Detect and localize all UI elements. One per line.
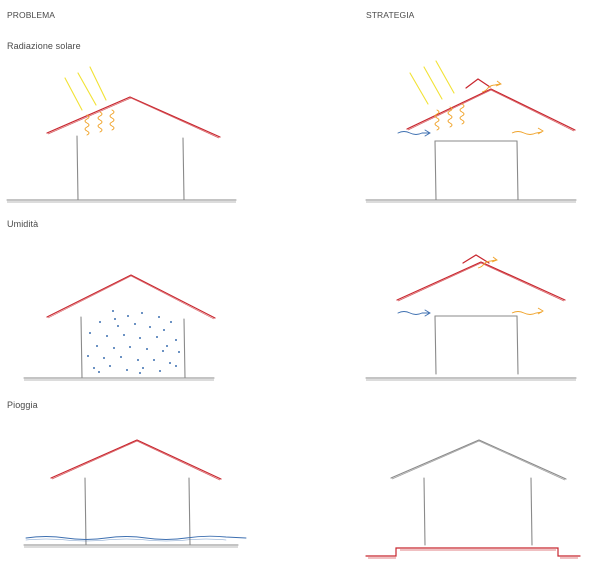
- ventilated-roof: [406, 78, 576, 132]
- ridge-outflow-arrow-icon: [477, 256, 498, 269]
- moisture-dot: [103, 357, 105, 359]
- moisture-dot: [113, 347, 115, 349]
- sun-rays-icon: [409, 60, 455, 105]
- moisture-dot: [120, 356, 122, 358]
- problem-rain-house: [23, 439, 247, 548]
- roof: [50, 439, 222, 481]
- problem-humidity-house: [23, 274, 216, 381]
- moisture-dot: [178, 351, 180, 353]
- moisture-dot: [126, 369, 128, 371]
- moisture-dot: [139, 372, 141, 374]
- column-header-problem: PROBLEMA: [7, 10, 56, 20]
- moisture-dot: [139, 337, 141, 339]
- moisture-dot: [156, 336, 158, 338]
- ridge-outflow-arrow-icon: [481, 80, 502, 93]
- moisture-dot: [141, 312, 143, 314]
- moisture-dot: [149, 326, 151, 328]
- moisture-dot: [134, 323, 136, 325]
- moisture-dot: [169, 362, 171, 364]
- moisture-dot: [89, 332, 91, 334]
- moisture-dot: [127, 315, 129, 317]
- moisture-dot: [98, 371, 100, 373]
- row-title-solar-radiation: Radiazione solare: [7, 41, 81, 51]
- roof: [46, 274, 216, 320]
- moisture-dot: [117, 325, 119, 327]
- moisture-dot: [137, 359, 139, 361]
- moisture-dot: [166, 345, 168, 347]
- moisture-dot: [162, 350, 164, 352]
- moisture-dot: [99, 321, 101, 323]
- moisture-dot: [87, 355, 89, 357]
- moisture-dot: [170, 321, 172, 323]
- moisture-dot: [175, 365, 177, 367]
- moisture-dot: [175, 339, 177, 341]
- moisture-dot: [106, 335, 108, 337]
- air-inflow-arrow-icon: [397, 129, 431, 137]
- moisture-dot: [159, 370, 161, 372]
- strategy-humidity-house: [365, 254, 577, 381]
- sun-rays-icon: [64, 66, 107, 111]
- row-title-humidity: Umidità: [7, 219, 39, 229]
- ventilated-roof: [396, 254, 566, 302]
- moisture-dot: [153, 359, 155, 361]
- strategy-rain-house: [365, 439, 581, 559]
- strategy-solar-radiation-house: [365, 60, 577, 203]
- moisture-dot: [93, 367, 95, 369]
- moisture-dot: [123, 334, 125, 336]
- hot-air-outflow-arrow-icon: [511, 307, 544, 315]
- moisture-dot: [146, 348, 148, 350]
- moisture-dot: [158, 316, 160, 318]
- rising-water-line: [25, 535, 247, 542]
- moisture-dot: [112, 310, 114, 312]
- raised-plinth: [365, 547, 581, 559]
- moisture-dots: [87, 310, 180, 374]
- roof: [390, 439, 567, 481]
- row-title-rain: Pioggia: [7, 400, 38, 410]
- heat-waves-icon: [84, 109, 115, 136]
- roof: [46, 96, 221, 139]
- moisture-dot: [163, 329, 165, 331]
- problem-solar-radiation-house: [6, 66, 237, 203]
- moisture-dot: [114, 318, 116, 320]
- heat-waves-icon: [434, 103, 465, 131]
- moisture-dot: [142, 367, 144, 369]
- column-header-strategy: STRATEGIA: [366, 10, 415, 20]
- moisture-dot: [129, 346, 131, 348]
- moisture-dot: [109, 365, 111, 367]
- moisture-dot: [96, 345, 98, 347]
- air-inflow-arrow-icon: [397, 309, 431, 317]
- hot-air-outflow-arrow-icon: [511, 127, 544, 135]
